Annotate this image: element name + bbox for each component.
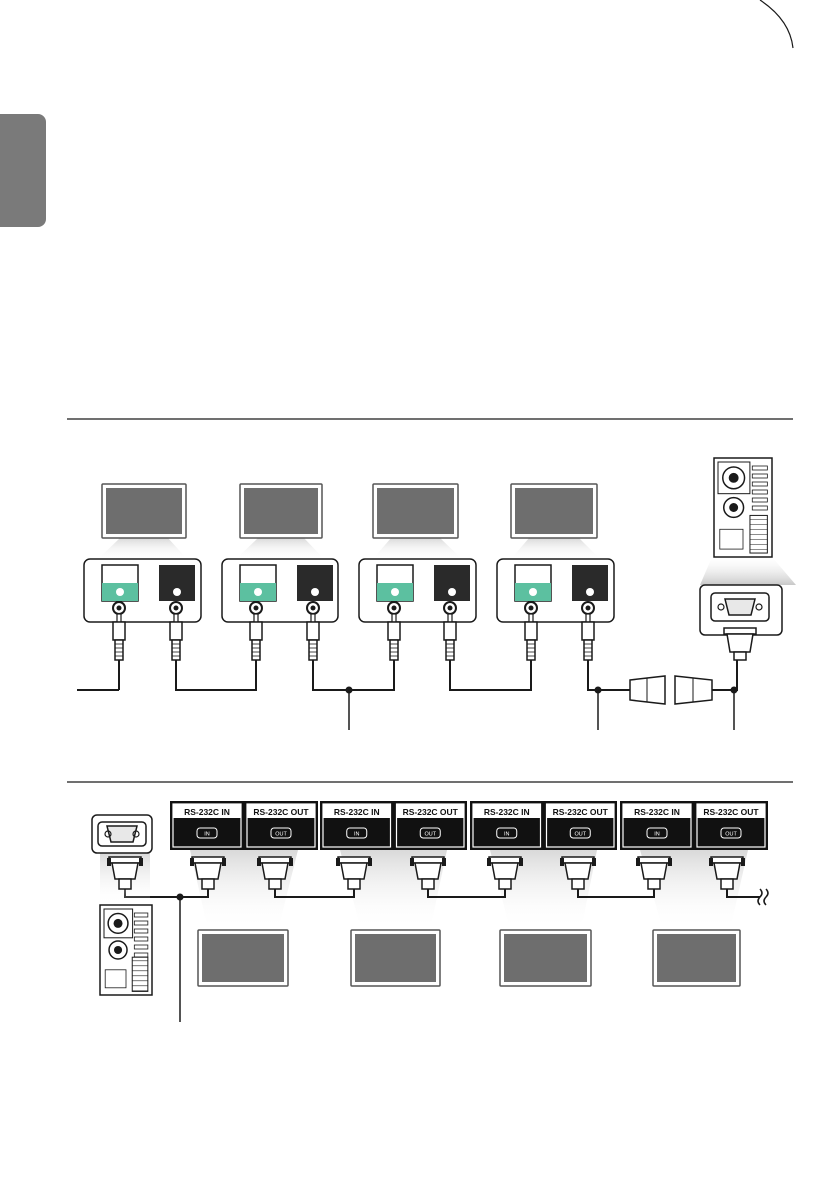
monitor-icon: [198, 930, 288, 986]
rs232c-in-small-label: IN: [204, 832, 210, 838]
monitor-icon: [240, 484, 322, 538]
monitor-icon: [351, 930, 440, 986]
rs232c-out-label: RS-232C OUT: [253, 807, 309, 817]
rs232c-out-small-label: OUT: [725, 832, 737, 838]
rs232c-out-port: RS-232C OUT OUT: [697, 804, 765, 847]
db9-serial-port-icon: [711, 593, 769, 621]
computer-tower-icon: [100, 905, 152, 995]
rs232c-in-port: RS-232C IN IN: [623, 804, 691, 847]
rs232c-out-small-label: OUT: [424, 832, 436, 838]
port-panel: [359, 559, 476, 622]
monitor-icon: [373, 484, 458, 538]
monitor-icon: [500, 930, 591, 986]
rs232c-out-small-label: OUT: [574, 832, 586, 838]
rs232c-out-port: RS-232C OUT OUT: [547, 804, 615, 847]
db9-serial-port-icon: [98, 822, 146, 846]
monitor-icon: [653, 930, 740, 986]
port-panel: [84, 559, 201, 622]
rs232c-port-panel: RS-232C IN IN RS-232C OUT OUT: [320, 801, 467, 850]
rs232c-out-small-label: OUT: [275, 832, 287, 838]
rs232c-out-label: RS-232C OUT: [553, 807, 609, 817]
wavy-cable-end-icon: [758, 889, 768, 905]
monitor-icon: [102, 484, 186, 538]
gender-changer-icon: [630, 676, 712, 704]
rs232c-out-label: RS-232C OUT: [703, 807, 759, 817]
rs232c-in-small-label: IN: [654, 832, 660, 838]
rs232c-in-label: RS-232C IN: [334, 807, 380, 817]
rs232c-in-label: RS-232C IN: [634, 807, 680, 817]
rs232c-in-label: RS-232C IN: [184, 807, 230, 817]
rs232c-in-small-label: IN: [354, 832, 360, 838]
port-panel: [222, 559, 338, 622]
computer-tower-icon: [714, 458, 772, 557]
pc-port-panel: [92, 815, 152, 853]
rs232c-in-port: RS-232C IN IN: [323, 804, 391, 847]
db9-connector-icon: [724, 628, 756, 660]
monitor-icon: [511, 484, 597, 538]
rs232c-port-panel: RS-232C IN IN RS-232C OUT OUT: [620, 801, 768, 850]
rs232c-in-small-label: IN: [504, 832, 510, 838]
rs232c-in-port: RS-232C IN IN: [173, 804, 241, 847]
port-panel: [497, 559, 614, 622]
rs232c-in-port: RS-232C IN IN: [473, 804, 541, 847]
rs232c-out-label: RS-232C OUT: [403, 807, 459, 817]
rs232c-port-panel: RS-232C IN IN RS-232C OUT OUT: [170, 801, 318, 850]
rs232c-out-port: RS-232C OUT OUT: [247, 804, 315, 847]
rs232c-out-port: RS-232C OUT OUT: [397, 804, 465, 847]
rs232c-in-label: RS-232C IN: [484, 807, 530, 817]
rs232c-port-panel: RS-232C IN IN RS-232C OUT OUT: [470, 801, 617, 850]
